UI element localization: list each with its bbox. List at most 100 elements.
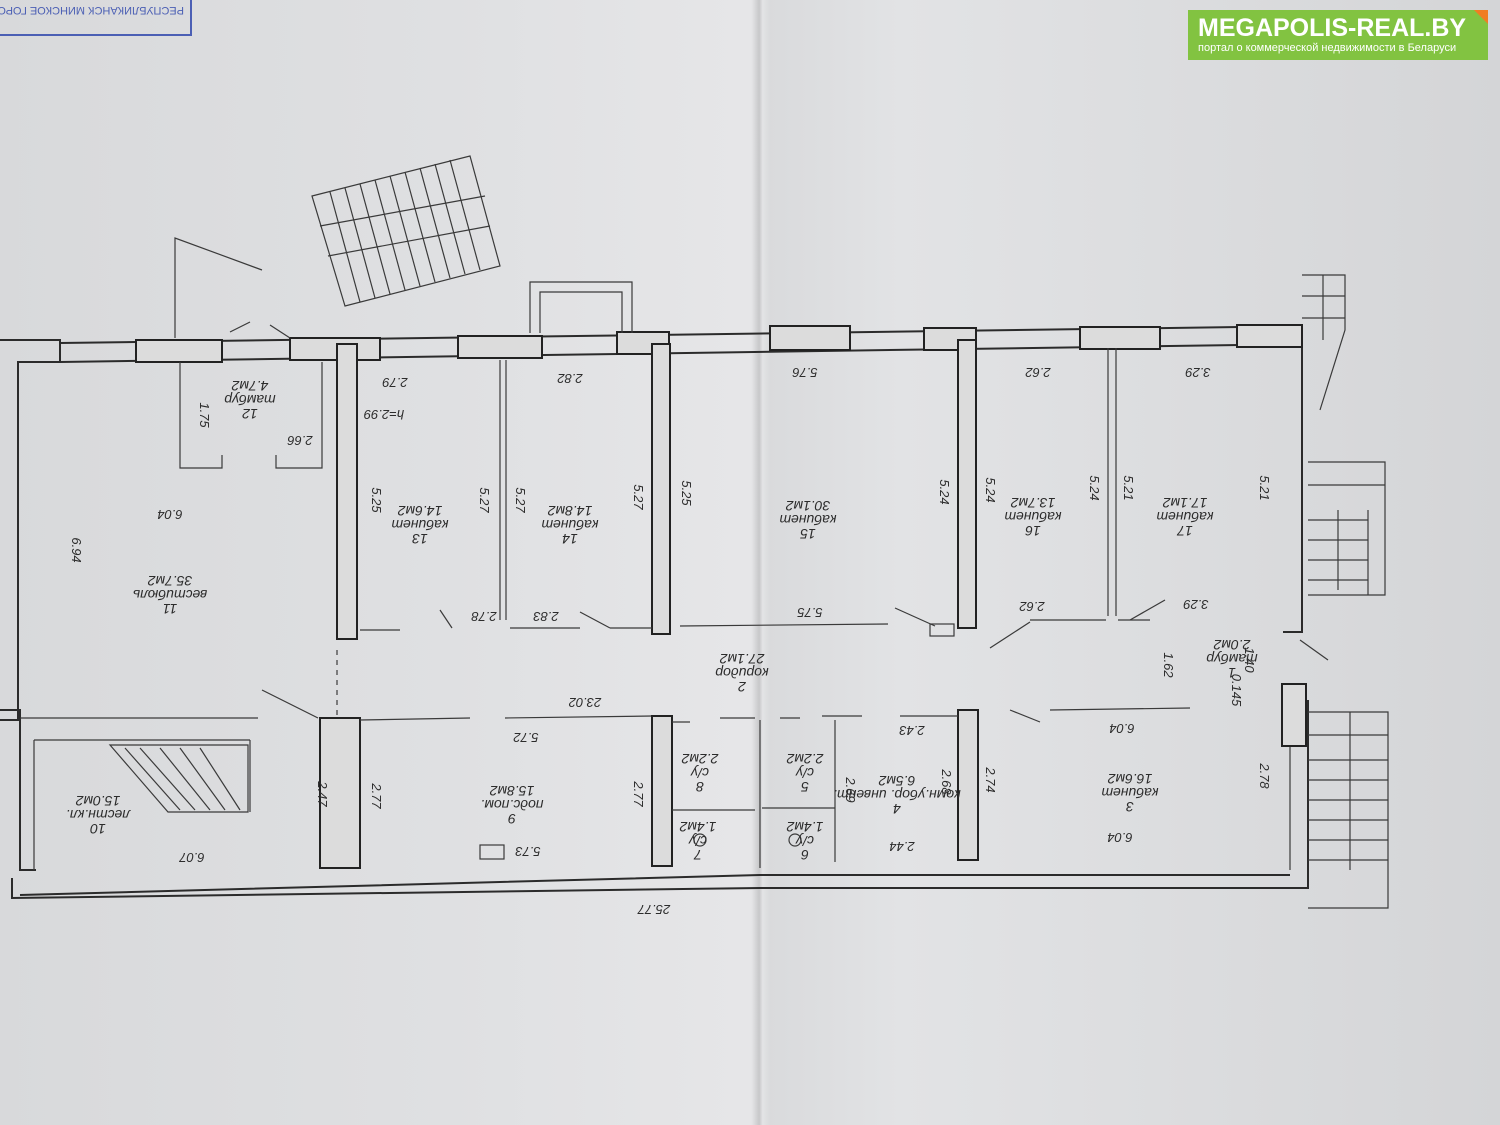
room-9-label: 9 подс.пом. 15.8м2 [480, 783, 543, 827]
dim-label: 2.66 [287, 433, 314, 448]
svg-text:кабинет: кабинет [1004, 509, 1061, 525]
dim-label: 2.62 [1025, 365, 1052, 380]
dim-label: 5.21 [1121, 475, 1136, 500]
window-blocks [135, 324, 1303, 363]
room-12-label: 12 тамбур 4.7м2 [224, 378, 275, 422]
dim-label: 5.27 [631, 484, 646, 510]
dim-label: 6.94 [69, 537, 84, 562]
watermark-subtitle: портал о коммерческой недвижимости в Бел… [1198, 42, 1457, 54]
svg-text:14.6м2: 14.6м2 [397, 503, 442, 519]
svg-text:15.8м2: 15.8м2 [489, 783, 534, 799]
svg-text:кабинет: кабинет [541, 517, 598, 533]
top-staircase [311, 155, 501, 307]
svg-text:4.7м2: 4.7м2 [231, 378, 268, 394]
dim-label: 2.79 [382, 375, 408, 390]
svg-text:13.7м2: 13.7м2 [1010, 495, 1055, 511]
svg-text:с/у: с/у [795, 833, 814, 849]
svg-text:13: 13 [412, 531, 428, 547]
fixture [479, 844, 505, 860]
room-16-label: 16 кабинет 13.7м2 [1004, 495, 1061, 539]
svg-text:2.2м2: 2.2м2 [786, 751, 824, 767]
svg-text:15: 15 [800, 526, 816, 542]
dim-label: 5.76 [792, 365, 818, 380]
dim-label: 5.24 [1087, 475, 1102, 500]
svg-text:подс.пом.: подс.пом. [480, 797, 543, 813]
svg-text:9: 9 [508, 811, 516, 827]
dim-label: 5.75 [797, 605, 823, 620]
dim-label: 6.07 [179, 850, 205, 865]
svg-text:17.1м2: 17.1м2 [1162, 495, 1207, 511]
dim-label: 6.04 [1109, 721, 1134, 736]
room-2-label: 2 коридор 27.1м2 [715, 651, 768, 695]
svg-text:6: 6 [801, 847, 809, 863]
svg-text:16.6м2: 16.6м2 [1107, 771, 1152, 787]
dim-label: 6.04 [157, 507, 182, 522]
stamp-text: РЕСПУБЛИКАНСК МИНСКОЕ ГОРОДСКОЕ [0, 4, 184, 16]
dim-label: 5.73 [515, 844, 541, 859]
registry-stamp: РЕСПУБЛИКАНСК МИНСКОЕ ГОРОДСКОЕ [0, 0, 192, 36]
dim-label: 2.74 [983, 766, 998, 792]
tambour-walls [179, 362, 223, 469]
dim-label: 2.68 [939, 768, 954, 795]
svg-text:3: 3 [1126, 799, 1134, 815]
svg-text:тамбур: тамбур [224, 392, 275, 408]
svg-text:17: 17 [1176, 523, 1193, 539]
room-10-label: 10 лестн.кл. 15.0м2 [66, 793, 131, 837]
svg-text:2: 2 [738, 679, 747, 695]
balcony-inner [539, 291, 623, 333]
watermark-title: MEGAPOLIS-REAL.BY [1198, 14, 1467, 42]
room-6-label: 6 с/у 1.4м2 [786, 819, 823, 863]
room-15-label: 15 кабинет 30.1м2 [779, 498, 836, 542]
room-8-label: 8 с/у 2.2м2 [681, 751, 719, 795]
svg-text:2.2м2: 2.2м2 [681, 751, 719, 767]
svg-text:14.8м2: 14.8м2 [547, 503, 592, 519]
dim-label: 2.77 [369, 782, 384, 809]
svg-text:комн.убор. инвент.: комн.убор. инвент. [833, 787, 961, 803]
dim-label: 1.75 [197, 402, 212, 428]
svg-text:2.0м2: 2.0м2 [1213, 637, 1251, 653]
svg-text:кабинет: кабинет [1101, 785, 1158, 801]
site-watermark[interactable]: MEGAPOLIS-REAL.BY портал о коммерческой … [1188, 10, 1488, 60]
svg-text:коридор: коридор [715, 665, 768, 681]
dim-label: 2.44 [889, 839, 915, 854]
svg-text:15.0м2: 15.0м2 [75, 793, 120, 809]
watermark-corner-icon [1474, 10, 1488, 24]
room-5-label: 5 с/у 2.2м2 [786, 751, 824, 795]
svg-text:лестн.кл.: лестн.кл. [66, 807, 131, 823]
toilet-icon [693, 833, 707, 847]
svg-text:14: 14 [562, 531, 578, 547]
svg-text:35.7м2: 35.7м2 [147, 573, 192, 589]
dim-label: 5.25 [369, 487, 384, 513]
fixture [929, 623, 955, 637]
dim-label: 5.21 [1257, 475, 1272, 500]
dim-label: 2.69 [843, 776, 858, 802]
room-14-label: 14 кабинет 14.8м2 [541, 503, 598, 547]
svg-text:с/у: с/у [795, 765, 814, 781]
paper-fold [752, 0, 770, 1125]
room-13-label: 13 кабинет 14.6м2 [391, 503, 448, 547]
entrance-roof [174, 237, 263, 338]
svg-text:1.4м2: 1.4м2 [679, 819, 716, 835]
svg-text:16: 16 [1025, 523, 1041, 539]
room-7-label: 7 с/у 1.4м2 [679, 819, 716, 863]
room-11-label: 11 вестибюль 35.7м2 [133, 573, 207, 617]
door-swings [229, 321, 1329, 723]
dim-label: 2.78 [471, 609, 498, 624]
dim-label: 1.40 [1242, 647, 1257, 673]
svg-text:8: 8 [696, 779, 704, 795]
dim-label: 2.62 [1019, 599, 1046, 614]
balcony [529, 281, 633, 333]
dim-label: 5.24 [983, 477, 998, 502]
svg-text:7: 7 [693, 847, 702, 863]
dim-label: 5.27 [513, 487, 528, 513]
dim-label: 0.145 [1229, 674, 1244, 707]
svg-text:6.5м2: 6.5м2 [878, 773, 915, 789]
svg-text:кабинет: кабинет [391, 517, 448, 533]
dim-label: 5.72 [513, 730, 539, 745]
svg-text:10: 10 [90, 821, 106, 837]
ceiling-height-note: h=2.99 [364, 407, 404, 422]
toilet-icon [788, 833, 802, 847]
dim-label: 1.62 [1161, 652, 1176, 678]
svg-text:27.1м2: 27.1м2 [719, 651, 765, 667]
